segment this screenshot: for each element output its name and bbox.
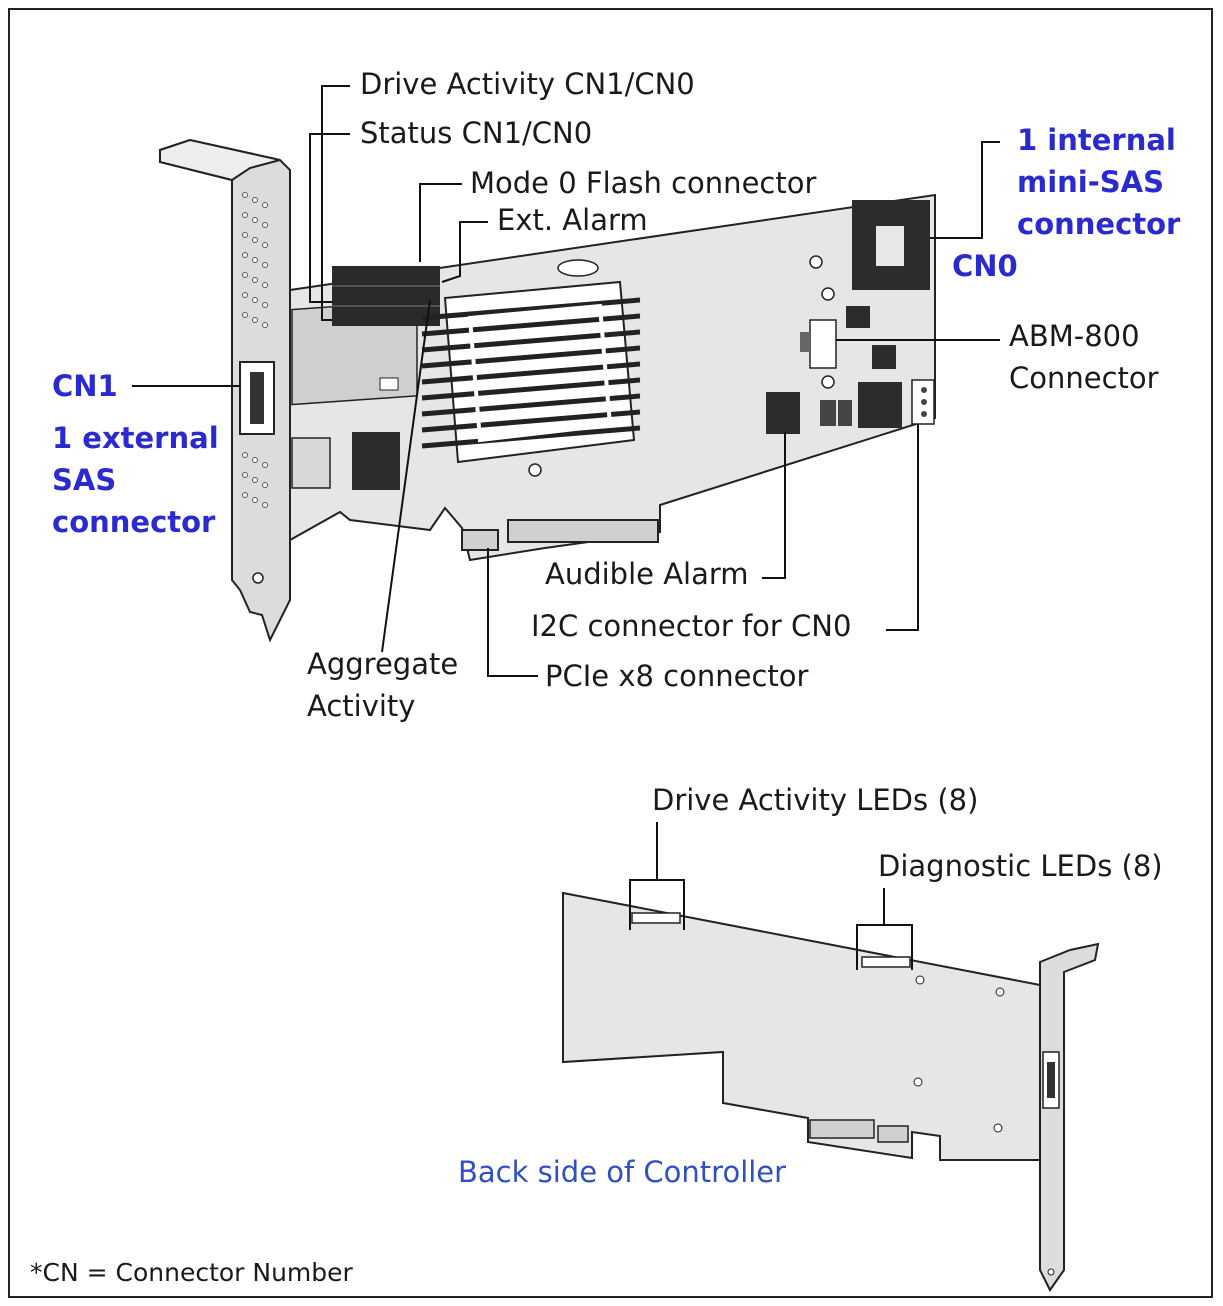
label-i2c: I2C connector for CN0 <box>531 609 852 643</box>
front-chips <box>766 306 902 434</box>
label-internal-line3: connector <box>1017 207 1181 241</box>
external-sas-port <box>239 361 275 435</box>
label-drive-leds: Drive Activity LEDs (8) <box>652 783 979 817</box>
leader-lines-back <box>629 822 913 970</box>
label-ext-alarm: Ext. Alarm <box>497 203 648 237</box>
label-status: Status CN1/CN0 <box>360 116 593 150</box>
i2c-connector <box>911 379 935 425</box>
label-external-line2: SAS <box>52 463 117 497</box>
label-mode0-flash: Mode 0 Flash connector <box>470 166 817 200</box>
internal-mini-sas-port <box>852 200 930 290</box>
back-board-pcb <box>562 891 1041 1161</box>
label-audible-alarm: Audible Alarm <box>545 557 749 591</box>
front-pci-bracket <box>159 138 291 643</box>
label-external-line1: 1 external <box>52 421 219 455</box>
label-abm-line2: Connector <box>1009 361 1159 395</box>
heatsink <box>421 280 641 477</box>
label-back-side: Back side of Controller <box>458 1155 787 1189</box>
label-drive-activity: Drive Activity CN1/CN0 <box>360 67 695 101</box>
label-internal-line1: 1 internal <box>1017 123 1176 157</box>
pcie-edge-connector <box>461 519 659 551</box>
label-internal-line2: mini-SAS <box>1017 165 1164 199</box>
label-aggregate-line2: Activity <box>307 689 416 723</box>
label-external-line3: connector <box>52 505 216 539</box>
leader-lines-front <box>132 85 1000 677</box>
label-diag-leds: Diagnostic LEDs (8) <box>878 849 1163 883</box>
label-cn0: CN0 <box>952 249 1018 283</box>
bracket-vent-holes <box>242 192 268 508</box>
abm-800-connector <box>800 319 837 369</box>
label-pcie: PCIe x8 connector <box>545 659 809 693</box>
footnote: *CN = Connector Number <box>30 1258 353 1287</box>
label-aggregate-line1: Aggregate <box>307 647 459 681</box>
label-abm-line1: ABM-800 <box>1009 319 1140 353</box>
back-led-strips <box>631 912 911 968</box>
label-cn1: CN1 <box>52 369 118 403</box>
back-pci-bracket <box>1039 942 1100 1292</box>
